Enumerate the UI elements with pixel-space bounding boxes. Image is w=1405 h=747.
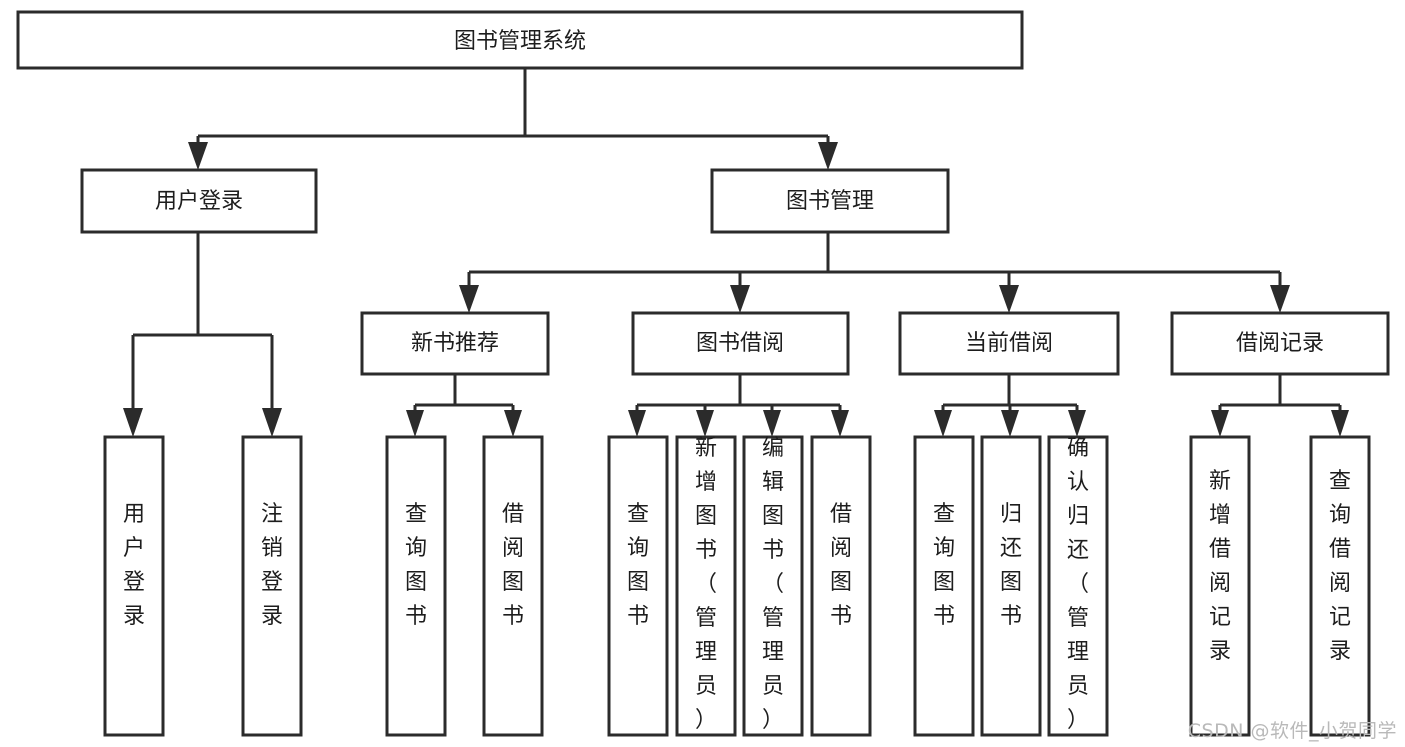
node-new-book-recommend-label: 新书推荐 — [411, 331, 499, 356]
arrowhead-leaf-borrow-book-2 — [831, 410, 849, 437]
arrowhead-leaf-query-book-3 — [934, 410, 952, 437]
node-leaf-add-record-label: 新增借阅记录 — [1209, 469, 1231, 664]
node-leaf-logout-login-label: 注销登录 — [261, 502, 283, 629]
arrowhead-leaf-add-record — [1211, 410, 1229, 437]
arrowhead-book-borrow — [730, 285, 750, 313]
node-leaf-logout-login[interactable]: 注销登录 — [241, 435, 303, 737]
node-leaf-query-book-2-label: 查询图书 — [627, 502, 649, 629]
arrowhead-leaf-add-book — [696, 410, 714, 437]
arrowhead-leaf-edit-book — [763, 410, 781, 437]
node-borrow-record[interactable]: 借阅记录 — [1170, 311, 1390, 376]
node-leaf-return-book[interactable]: 归还图书 — [980, 435, 1042, 737]
node-user-login-label: 用户登录 — [155, 189, 243, 214]
node-leaf-edit-book[interactable]: 编辑图书（管理员） — [742, 435, 804, 737]
arrowhead-leaf-user-login — [123, 408, 143, 437]
node-borrow-record-box[interactable] — [1170, 311, 1390, 376]
node-book-borrow-box[interactable] — [631, 311, 850, 376]
node-leaf-logout-login-box[interactable] — [241, 435, 303, 737]
node-leaf-add-book[interactable]: 新增图书（管理员） — [675, 435, 737, 737]
node-book-manage-box[interactable] — [710, 168, 950, 234]
node-leaf-return-book-box[interactable] — [980, 435, 1042, 737]
arrowhead-new-book-recommend — [459, 285, 479, 313]
node-leaf-borrow-book-2[interactable]: 借阅图书 — [810, 435, 872, 737]
node-leaf-confirm-return-label: 确认归还（管理员） — [1067, 436, 1089, 733]
node-leaf-return-book-label: 归还图书 — [1000, 502, 1022, 629]
node-leaf-query-record-box[interactable] — [1309, 435, 1371, 737]
node-leaf-query-book-3-box[interactable] — [913, 435, 975, 737]
node-current-borrow-box[interactable] — [898, 311, 1120, 376]
arrowhead-leaf-query-record — [1331, 410, 1349, 437]
node-leaf-borrow-book-1-box[interactable] — [482, 435, 544, 737]
leaf-layer: 用户登录 注销登录 查询图书 借阅图书 查询图书 新增图书（管理员） 编辑图书（… — [103, 435, 1371, 737]
node-current-borrow[interactable]: 当前借阅 — [898, 311, 1120, 376]
node-user-login-box[interactable] — [80, 168, 318, 234]
arrowhead-leaf-query-book-1 — [406, 410, 424, 437]
node-leaf-user-login[interactable]: 用户登录 — [103, 435, 165, 737]
node-new-book-recommend[interactable]: 新书推荐 — [360, 311, 550, 376]
node-leaf-add-book-label: 新增图书（管理员） — [695, 436, 717, 733]
node-leaf-add-record[interactable]: 新增借阅记录 — [1189, 435, 1251, 737]
node-leaf-query-record-label: 查询借阅记录 — [1329, 469, 1351, 664]
node-leaf-user-login-label: 用户登录 — [123, 502, 145, 629]
node-leaf-query-book-3-label: 查询图书 — [933, 502, 955, 629]
node-leaf-query-book-3[interactable]: 查询图书 — [913, 435, 975, 737]
csdn-watermark: CSDN @软件_小贺同学 — [1187, 720, 1397, 742]
node-leaf-edit-book-label: 编辑图书（管理员） — [762, 436, 784, 733]
node-root-label: 图书管理系统 — [454, 29, 586, 54]
node-current-borrow-label: 当前借阅 — [965, 331, 1053, 356]
node-leaf-add-record-box[interactable] — [1189, 435, 1251, 737]
node-leaf-borrow-book-2-box[interactable] — [810, 435, 872, 737]
node-borrow-record-label: 借阅记录 — [1236, 331, 1324, 356]
arrowhead-leaf-return-book — [1001, 410, 1019, 437]
node-leaf-query-record[interactable]: 查询借阅记录 — [1309, 435, 1371, 737]
node-book-borrow-label: 图书借阅 — [696, 331, 784, 356]
node-leaf-edit-book-box[interactable] — [742, 435, 804, 737]
arrowhead-current-borrow — [999, 285, 1019, 313]
node-leaf-borrow-book-2-label: 借阅图书 — [830, 502, 852, 629]
node-book-manage-label: 图书管理 — [786, 189, 874, 214]
node-leaf-query-book-2[interactable]: 查询图书 — [607, 435, 669, 737]
node-leaf-query-book-1-label: 查询图书 — [405, 502, 427, 629]
arrowhead-user-login — [188, 142, 208, 170]
arrowhead-book-manage — [818, 142, 838, 170]
node-leaf-query-book-1[interactable]: 查询图书 — [385, 435, 447, 737]
node-leaf-confirm-return[interactable]: 确认归还（管理员） — [1047, 435, 1109, 737]
node-book-manage[interactable]: 图书管理 — [710, 168, 950, 234]
node-leaf-borrow-book-1[interactable]: 借阅图书 — [482, 435, 544, 737]
node-leaf-confirm-return-box[interactable] — [1047, 435, 1109, 737]
arrowhead-leaf-logout-login — [262, 408, 282, 437]
arrowhead-leaf-borrow-book-1 — [504, 410, 522, 437]
node-root-box[interactable] — [16, 10, 1024, 70]
node-leaf-user-login-box[interactable] — [103, 435, 165, 737]
arrowhead-borrow-record — [1270, 285, 1290, 313]
arrowhead-leaf-confirm-return — [1068, 410, 1086, 437]
node-leaf-query-book-1-box[interactable] — [385, 435, 447, 737]
node-leaf-borrow-book-1-label: 借阅图书 — [502, 502, 524, 629]
connector-layer — [123, 68, 1349, 437]
node-root[interactable]: 图书管理系统 — [16, 10, 1024, 70]
arrowhead-leaf-query-book-2 — [628, 410, 646, 437]
node-leaf-query-book-2-box[interactable] — [607, 435, 669, 737]
node-leaf-add-book-box[interactable] — [675, 435, 737, 737]
node-book-borrow[interactable]: 图书借阅 — [631, 311, 850, 376]
node-user-login[interactable]: 用户登录 — [80, 168, 318, 234]
node-new-book-recommend-box[interactable] — [360, 311, 550, 376]
